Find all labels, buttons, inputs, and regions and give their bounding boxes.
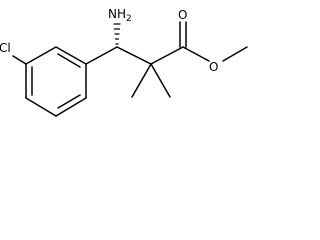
ring-bond: [25, 97, 57, 117]
chlorine-label: Cl: [0, 41, 11, 55]
ring-bond: [25, 46, 57, 65]
methyl-bond-right: [150, 63, 171, 98]
ester-oxygen-label: O: [209, 60, 218, 74]
hashed-wedge-bond: [113, 23, 121, 45]
quaternary-to-carbonyl-bond: [150, 46, 184, 65]
ring-to-stereocenter-bond: [85, 46, 118, 65]
amine-subscript: 2: [126, 14, 132, 24]
o-methyl-bond: [222, 46, 248, 62]
stereocenter-to-quaternary-bond: [116, 46, 152, 65]
c-cl-bond: [12, 55, 27, 65]
methyl-bond-left: [131, 63, 152, 98]
amine-label: NH2: [108, 7, 132, 24]
amine-nh: NH: [108, 7, 126, 21]
ring-double-bond: [57, 94, 81, 109]
ester-c-o-bond: [182, 46, 210, 62]
molecule-canvas: Cl NH2 O O: [0, 7, 248, 117]
structure-diagram: Cl NH2 O O: [0, 7, 248, 117]
benzene-ring: [25, 46, 87, 117]
ring-double-bond: [57, 53, 81, 68]
ring-bond: [55, 97, 87, 117]
ring-bond: [55, 46, 87, 65]
carbonyl-oxygen-label: O: [178, 8, 187, 22]
